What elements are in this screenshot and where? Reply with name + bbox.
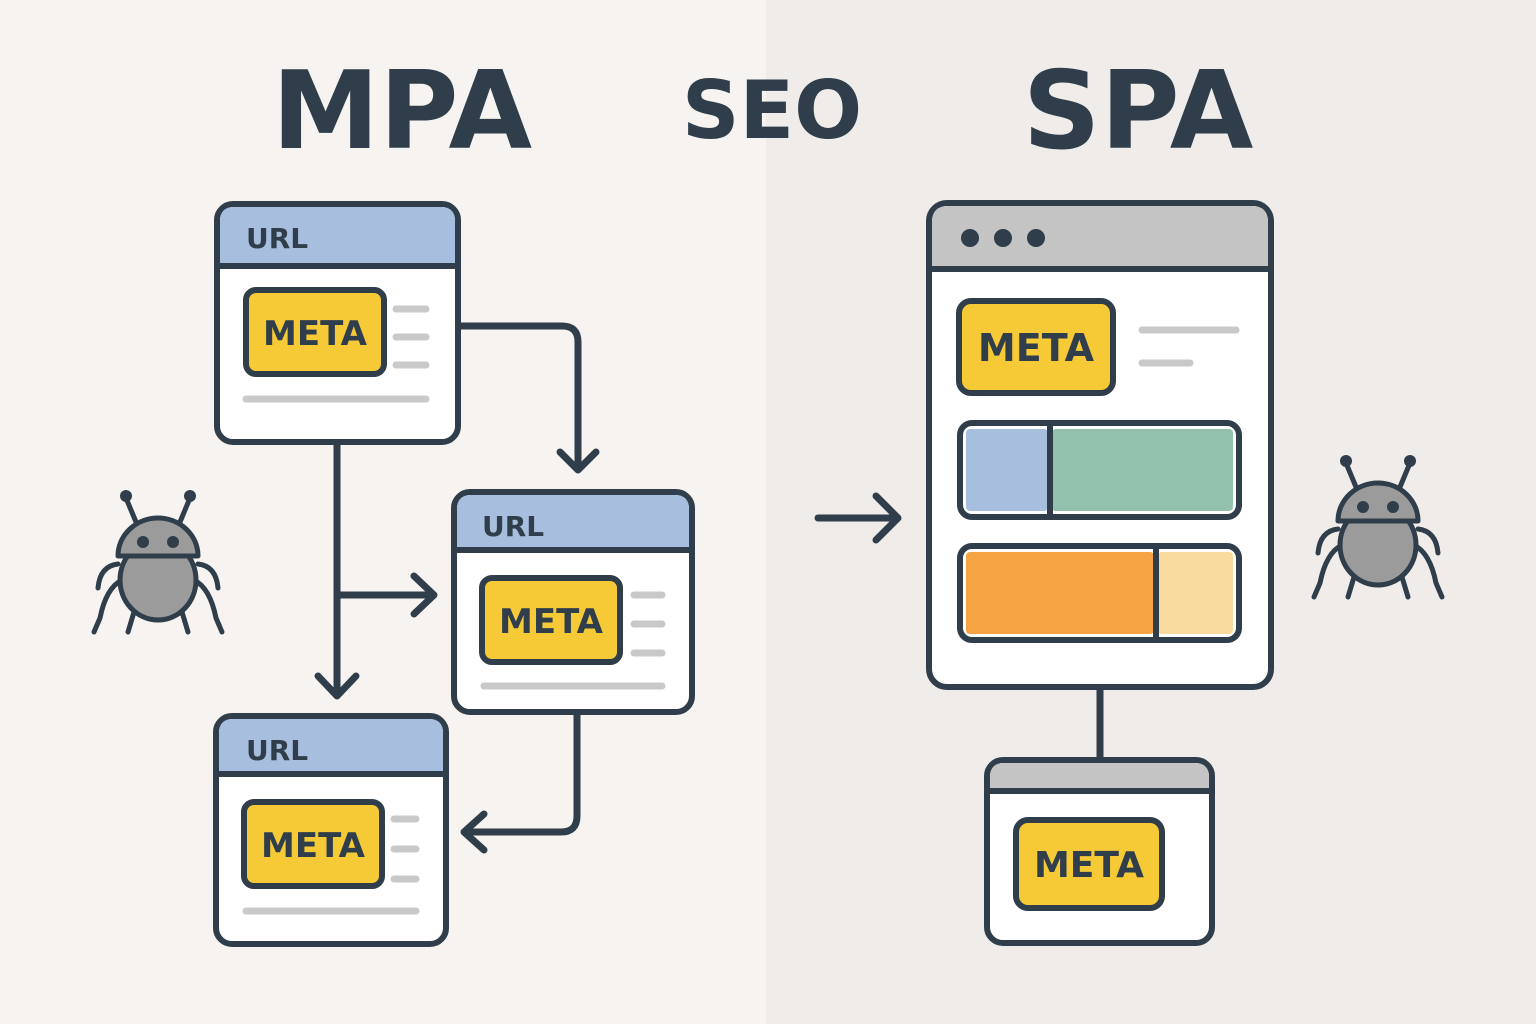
meta-box (241, 799, 385, 889)
arrowhead-page3-right (460, 810, 488, 854)
connector-page1-to-page2 (454, 322, 582, 470)
meta-label: META (978, 326, 1095, 370)
spa-shell: META (926, 200, 1274, 760)
blue-block (966, 429, 1048, 511)
spa-view: META (984, 757, 1215, 946)
title-mpa: MPA (272, 49, 533, 174)
url-label: URL (246, 734, 308, 767)
meta-label: META (1034, 845, 1144, 886)
mpa-page-2: URL META (451, 489, 695, 715)
meta-box (956, 298, 1116, 396)
arrowhead-page3-top (314, 672, 360, 700)
green-block (1052, 429, 1233, 511)
meta-box (479, 575, 623, 665)
arrow-right-icon (814, 492, 902, 544)
cream-block (1158, 552, 1233, 634)
meta-box (1013, 817, 1165, 911)
window-dots-icon (961, 229, 1045, 247)
content-block-row-1 (957, 420, 1242, 520)
mpa-connectors (314, 322, 600, 854)
browser-chrome-bar (932, 206, 1268, 268)
browser-chrome-bar (990, 763, 1209, 790)
arrowhead-page2-top (556, 448, 600, 474)
url-label: URL (482, 510, 544, 543)
orange-block (966, 552, 1154, 634)
mpa-page-1: URL META (214, 201, 461, 445)
meta-label: META (261, 826, 366, 866)
content-block-row-2 (957, 543, 1242, 643)
meta-box (243, 287, 387, 377)
url-label: URL (246, 222, 308, 255)
url-bar (457, 495, 689, 549)
meta-label: META (499, 602, 604, 642)
url-bar (219, 719, 443, 773)
title-seo: SEO (682, 64, 862, 157)
meta-label: META (263, 314, 368, 354)
arrowhead-page2-left (410, 572, 438, 618)
title-spa: SPA (1023, 49, 1254, 174)
mpa-page-3: URL META (213, 713, 449, 947)
connector-page2-to-page3 (462, 710, 581, 836)
url-bar (220, 207, 455, 265)
